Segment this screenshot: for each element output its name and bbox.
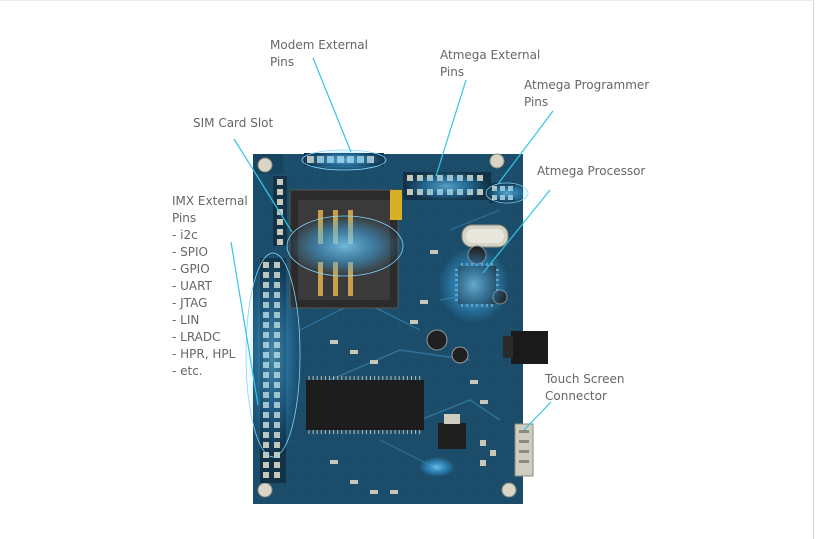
label-atmega-processor: Atmega Processor: [537, 164, 646, 178]
label-sim-card-slot: SIM Card Slot: [193, 116, 274, 130]
callout-lines: [230, 57, 554, 431]
flash-chip: [306, 376, 424, 434]
touch-connector: [514, 423, 534, 477]
frame-top-edge: [0, 0, 813, 1]
label-imx-external-pins: IMX External Pins - i2c - SPIO - GPIO - …: [172, 194, 248, 378]
side-connector: [503, 331, 548, 364]
frame-right-edge: [813, 0, 814, 539]
highlight-regions: [245, 149, 529, 477]
crystal-oscillator: [461, 224, 509, 248]
